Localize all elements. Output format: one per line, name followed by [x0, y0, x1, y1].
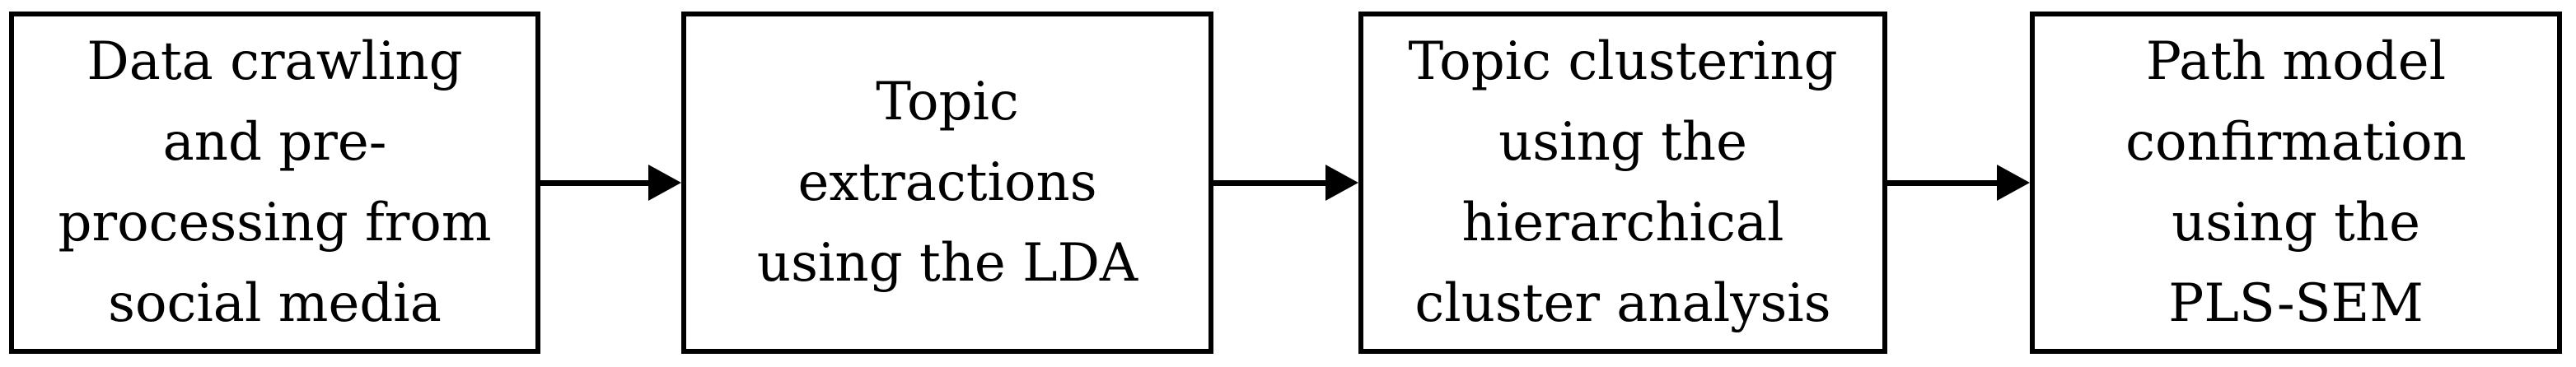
step-1-line-1: Data crawling	[86, 31, 463, 92]
arrow-shaft	[1213, 180, 1330, 186]
arrow-step1-to-step2	[540, 165, 681, 201]
step-1-line-3: processing from	[58, 193, 492, 253]
step-4-line-4: PLS-SEM	[2168, 273, 2424, 334]
arrowhead-icon	[1997, 165, 2030, 201]
arrow-step3-to-step4	[1887, 165, 2030, 201]
step-1-line-4: social media	[108, 273, 442, 334]
step-3-line-1: Topic clustering	[1408, 31, 1838, 92]
flowchart-step-3: Topic clustering using the hierarchical …	[1358, 12, 1887, 354]
step-3-line-2: using the	[1498, 112, 1747, 173]
step-2-line-1: Topic	[876, 72, 1019, 132]
step-4-line-1: Path model	[2145, 31, 2447, 92]
step-3-text: Topic clustering using the hierarchical …	[1363, 21, 1882, 344]
arrow-shaft	[540, 180, 653, 186]
arrow-step2-to-step3	[1213, 165, 1358, 201]
step-1-text: Data crawling and pre- processing from s…	[14, 21, 535, 344]
step-4-line-2: confirmation	[2125, 112, 2466, 173]
step-2-line-2: extractions	[797, 152, 1097, 213]
flowchart-step-2: Topic extractions using the LDA	[681, 12, 1213, 354]
arrow-shaft	[1887, 180, 2002, 186]
flowchart-step-1: Data crawling and pre- processing from s…	[9, 12, 540, 354]
step-2-line-3: using the LDA	[756, 233, 1138, 294]
arrowhead-icon	[1325, 165, 1358, 201]
step-4-line-3: using the	[2172, 193, 2420, 253]
flowchart-step-4: Path model confirmation using the PLS-SE…	[2030, 12, 2562, 354]
arrowhead-icon	[648, 165, 681, 201]
step-1-line-2: and pre-	[162, 112, 387, 173]
step-3-line-4: cluster analysis	[1414, 273, 1831, 334]
step-3-line-3: hierarchical	[1461, 193, 1784, 253]
step-4-text: Path model confirmation using the PLS-SE…	[2035, 21, 2557, 344]
step-2-text: Topic extractions using the LDA	[686, 62, 1209, 304]
